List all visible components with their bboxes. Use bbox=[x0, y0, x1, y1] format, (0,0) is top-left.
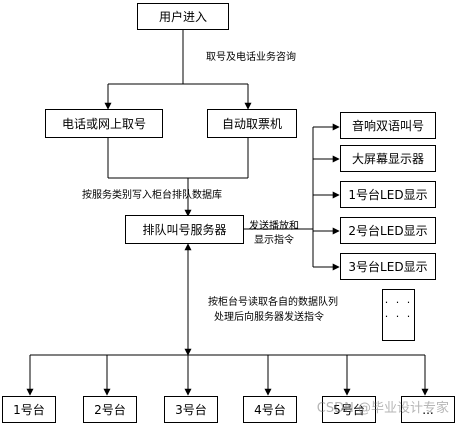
node-user-entry: 用户进入 bbox=[137, 3, 229, 30]
node-led-3: 3号台LED显示 bbox=[340, 253, 436, 280]
label-consult: 取号及电话业务咨询 bbox=[206, 52, 296, 63]
node-led-2: 2号台LED显示 bbox=[340, 217, 436, 244]
watermark: CSDN @毕业设计专家 bbox=[316, 401, 449, 416]
node-more-devices: · · · · · · bbox=[382, 289, 415, 341]
node-voice-caller: 音响双语叫号 bbox=[340, 112, 436, 139]
node-led-1: 1号台LED显示 bbox=[340, 181, 436, 208]
node-desk-3: 3号台 bbox=[164, 396, 218, 423]
node-desk-4: 4号台 bbox=[243, 396, 297, 423]
node-queue-server: 排队叫号服务器 bbox=[125, 215, 244, 244]
node-desk-more: ... bbox=[401, 396, 455, 423]
label-write-queue: 按服务类别写入柜台排队数据库 bbox=[82, 190, 222, 201]
node-desk-5: 5号台 bbox=[322, 396, 376, 423]
node-phone-online: 电话或网上取号 bbox=[45, 109, 163, 138]
label-send-command-line2: 显示指令 bbox=[254, 235, 294, 246]
label-desk-read-line2: 处理后向服务器发送指令 bbox=[214, 312, 324, 323]
node-kiosk: 自动取票机 bbox=[207, 109, 297, 138]
node-big-screen: 大屏幕显示器 bbox=[340, 145, 436, 172]
node-desk-1: 1号台 bbox=[2, 396, 56, 423]
label-desk-read-line1: 按柜台号读取各自的数据队列 bbox=[208, 297, 338, 308]
label-send-command-line1: 发送播放和 bbox=[249, 221, 299, 232]
node-desk-2: 2号台 bbox=[83, 396, 137, 423]
